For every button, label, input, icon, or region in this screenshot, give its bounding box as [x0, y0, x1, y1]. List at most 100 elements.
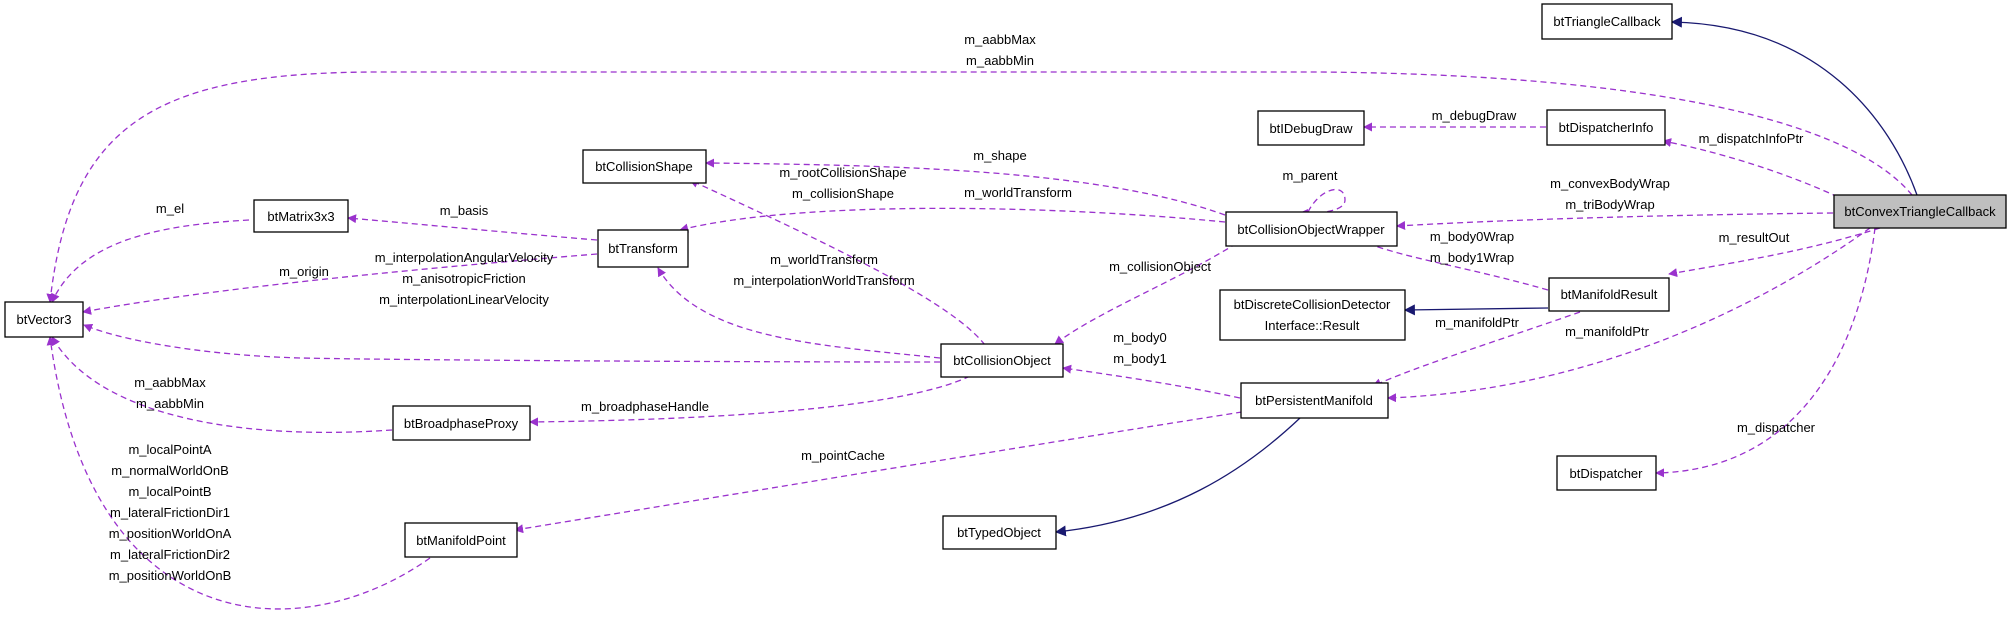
node-btmanifoldresult[interactable]: btManifoldResult	[1548, 277, 1670, 312]
edge-persistentmanifold-to-manifoldpoint	[514, 411, 1243, 534]
edge-convexcallback-to-manifoldresult	[1668, 227, 1881, 278]
label-interpolationworldtransform: m_interpolationWorldTransform	[733, 273, 914, 288]
edge-manifoldpoint-to-vector3	[46, 336, 431, 610]
label-basis: m_basis	[440, 203, 489, 218]
node-btcollisionobject[interactable]: btCollisionObject	[940, 343, 1064, 378]
node-btbroadphaseproxy-label: btBroadphaseProxy	[404, 416, 519, 431]
label-collisionobject: m_collisionObject	[1109, 259, 1211, 274]
label-localpointb: m_localPointB	[128, 484, 211, 499]
node-btdiscretecollisiondetector-result[interactable]: btDiscreteCollisionDetector Interface::R…	[1219, 289, 1406, 341]
label-manifoldptr-result: m_manifoldPtr	[1435, 315, 1519, 330]
edges	[46, 16, 1918, 610]
label-positionworldonb: m_positionWorldOnB	[109, 568, 232, 583]
label-aabbmax-top: m_aabbMax	[964, 32, 1036, 47]
node-btpersistentmanifold[interactable]: btPersistentManifold	[1240, 382, 1389, 419]
edge-manifoldresult-to-discreteresult	[1403, 304, 1549, 316]
edge-convexcallback-to-persistentmanifold	[1387, 227, 1871, 403]
node-btidebugdraw[interactable]: btIDebugDraw	[1257, 110, 1365, 146]
node-btdispatcher[interactable]: btDispatcher	[1556, 455, 1657, 491]
edge-wrapper-self-parent	[1299, 189, 1346, 218]
edge-convexcallback-to-wrapper	[1396, 212, 1834, 231]
label-interpolationangularvelocity: m_interpolationAngularVelocity	[375, 250, 554, 265]
label-positionworldona: m_positionWorldOnA	[109, 526, 232, 541]
node-bttypedobject[interactable]: btTypedObject	[942, 515, 1057, 550]
label-rootcollisionshape: m_rootCollisionShape	[779, 165, 906, 180]
label-convexbodywrap: m_convexBodyWrap	[1550, 176, 1670, 191]
edge-convexcallback-to-dispatcherinfo	[1662, 138, 1839, 198]
node-btmatrix3x3[interactable]: btMatrix3x3	[253, 199, 349, 233]
label-interpolationlinearvelocity: m_interpolationLinearVelocity	[379, 292, 549, 307]
label-worldtransform-obj: m_worldTransform	[770, 252, 878, 267]
node-btdispatcherinfo[interactable]: btDispatcherInfo	[1546, 109, 1666, 146]
edge-manifoldresult-to-persistentmanifold	[1372, 311, 1581, 387]
node-btvector3-label: btVector3	[17, 312, 72, 327]
label-worldtransform-wrapper: m_worldTransform	[964, 185, 1072, 200]
node-btcollisionobject-label: btCollisionObject	[953, 353, 1051, 368]
label-body1wrap: m_body1Wrap	[1430, 250, 1514, 265]
label-el: m_el	[156, 201, 184, 216]
node-btmatrix3x3-label: btMatrix3x3	[267, 209, 334, 224]
edge-persistentmanifold-to-typedobject	[1054, 417, 1301, 537]
node-btidebugdraw-label: btIDebugDraw	[1269, 121, 1353, 136]
node-bttrianglecallback-label: btTriangleCallback	[1553, 14, 1661, 29]
node-btdiscretecollisiondetector-line2: Interface::Result	[1265, 318, 1360, 333]
node-btbroadphaseproxy[interactable]: btBroadphaseProxy	[392, 405, 531, 441]
edge-collisionobject-to-vector3	[83, 323, 941, 363]
node-btvector3[interactable]: btVector3	[4, 301, 84, 338]
node-btcollisionshape[interactable]: btCollisionShape	[582, 149, 707, 184]
label-aabbmin-proxy: m_aabbMin	[136, 396, 204, 411]
node-btmanifoldpoint[interactable]: btManifoldPoint	[404, 522, 518, 558]
edge-collisionshape-link-object	[689, 179, 986, 346]
label-aabbmin-top: m_aabbMin	[966, 53, 1034, 68]
label-parent: m_parent	[1283, 168, 1338, 183]
label-lateralfrictiondir2: m_lateralFrictionDir2	[110, 547, 230, 562]
node-bttypedobject-label: btTypedObject	[957, 525, 1041, 540]
label-anisotropicfriction: m_anisotropicFriction	[402, 271, 526, 286]
node-btmanifoldresult-label: btManifoldResult	[1561, 287, 1658, 302]
label-shape: m_shape	[973, 148, 1026, 163]
edge-transform-to-matrix3x3	[347, 214, 598, 241]
label-debugdraw: m_debugDraw	[1432, 108, 1517, 123]
edge-convexcallback-to-vector3-aabb	[46, 71, 1913, 303]
node-bttransform[interactable]: btTransform	[597, 229, 689, 268]
edge-matrix3x3-to-vector3	[51, 219, 250, 303]
edge-persistentmanifold-to-collisionobject	[1062, 364, 1241, 399]
edge-wrapper-to-transform	[679, 207, 1226, 233]
node-btmanifoldpoint-label: btManifoldPoint	[416, 533, 506, 548]
nodes: btVector3 btMatrix3x3 btTransform btColl…	[4, 3, 2007, 558]
edge-convexcallback-to-trianglecallback	[1670, 16, 1918, 196]
label-normalworldonb: m_normalWorldOnB	[111, 463, 229, 478]
node-btconvextrianglecallback-label: btConvexTriangleCallback	[1844, 204, 1996, 219]
node-btdispatcherinfo-label: btDispatcherInfo	[1559, 120, 1654, 135]
label-resultout: m_resultOut	[1719, 230, 1790, 245]
label-body1: m_body1	[1113, 351, 1166, 366]
node-btcollisionshape-label: btCollisionShape	[595, 159, 693, 174]
label-pointcache: m_pointCache	[801, 448, 885, 463]
edge-wrapper-to-collisionshape	[705, 158, 1226, 216]
node-btdispatcher-label: btDispatcher	[1570, 466, 1644, 481]
edge-wrapper-to-collisionobject	[1054, 237, 1246, 345]
edge-transform-to-vector3-origin	[82, 253, 598, 315]
edge-collisionobject-to-transform	[657, 267, 941, 359]
label-body0wrap: m_body0Wrap	[1430, 229, 1514, 244]
node-bttransform-label: btTransform	[608, 241, 678, 256]
node-btcollisionobjectwrapper[interactable]: btCollisionObjectWrapper	[1225, 211, 1398, 247]
label-dispatcher: m_dispatcher	[1737, 420, 1816, 435]
label-origin: m_origin	[279, 264, 329, 279]
label-dispatchinfoptr: m_dispatchInfoPtr	[1699, 131, 1804, 146]
label-lateralfrictiondir1: m_lateralFrictionDir1	[110, 505, 230, 520]
label-aabbmax-proxy: m_aabbMax	[134, 375, 206, 390]
label-manifoldptr-callback: m_manifoldPtr	[1565, 324, 1649, 339]
node-btdiscretecollisiondetector-line1: btDiscreteCollisionDetector	[1234, 297, 1391, 312]
edge-labels: m_aabbMax m_aabbMin m_el m_basis m_origi…	[109, 32, 1816, 583]
label-broadphasehandle: m_broadphaseHandle	[581, 399, 709, 414]
node-btcollisionobjectwrapper-label: btCollisionObjectWrapper	[1237, 222, 1385, 237]
label-localpointa: m_localPointA	[128, 442, 211, 457]
label-tribodywrap: m_triBodyWrap	[1565, 197, 1654, 212]
node-btpersistentmanifold-label: btPersistentManifold	[1255, 393, 1373, 408]
edge-convexcallback-to-dispatcher	[1655, 227, 1876, 478]
node-bttrianglecallback[interactable]: btTriangleCallback	[1541, 3, 1673, 40]
label-body0: m_body0	[1113, 330, 1166, 345]
node-btconvextrianglecallback[interactable]: btConvexTriangleCallback	[1833, 194, 2007, 229]
